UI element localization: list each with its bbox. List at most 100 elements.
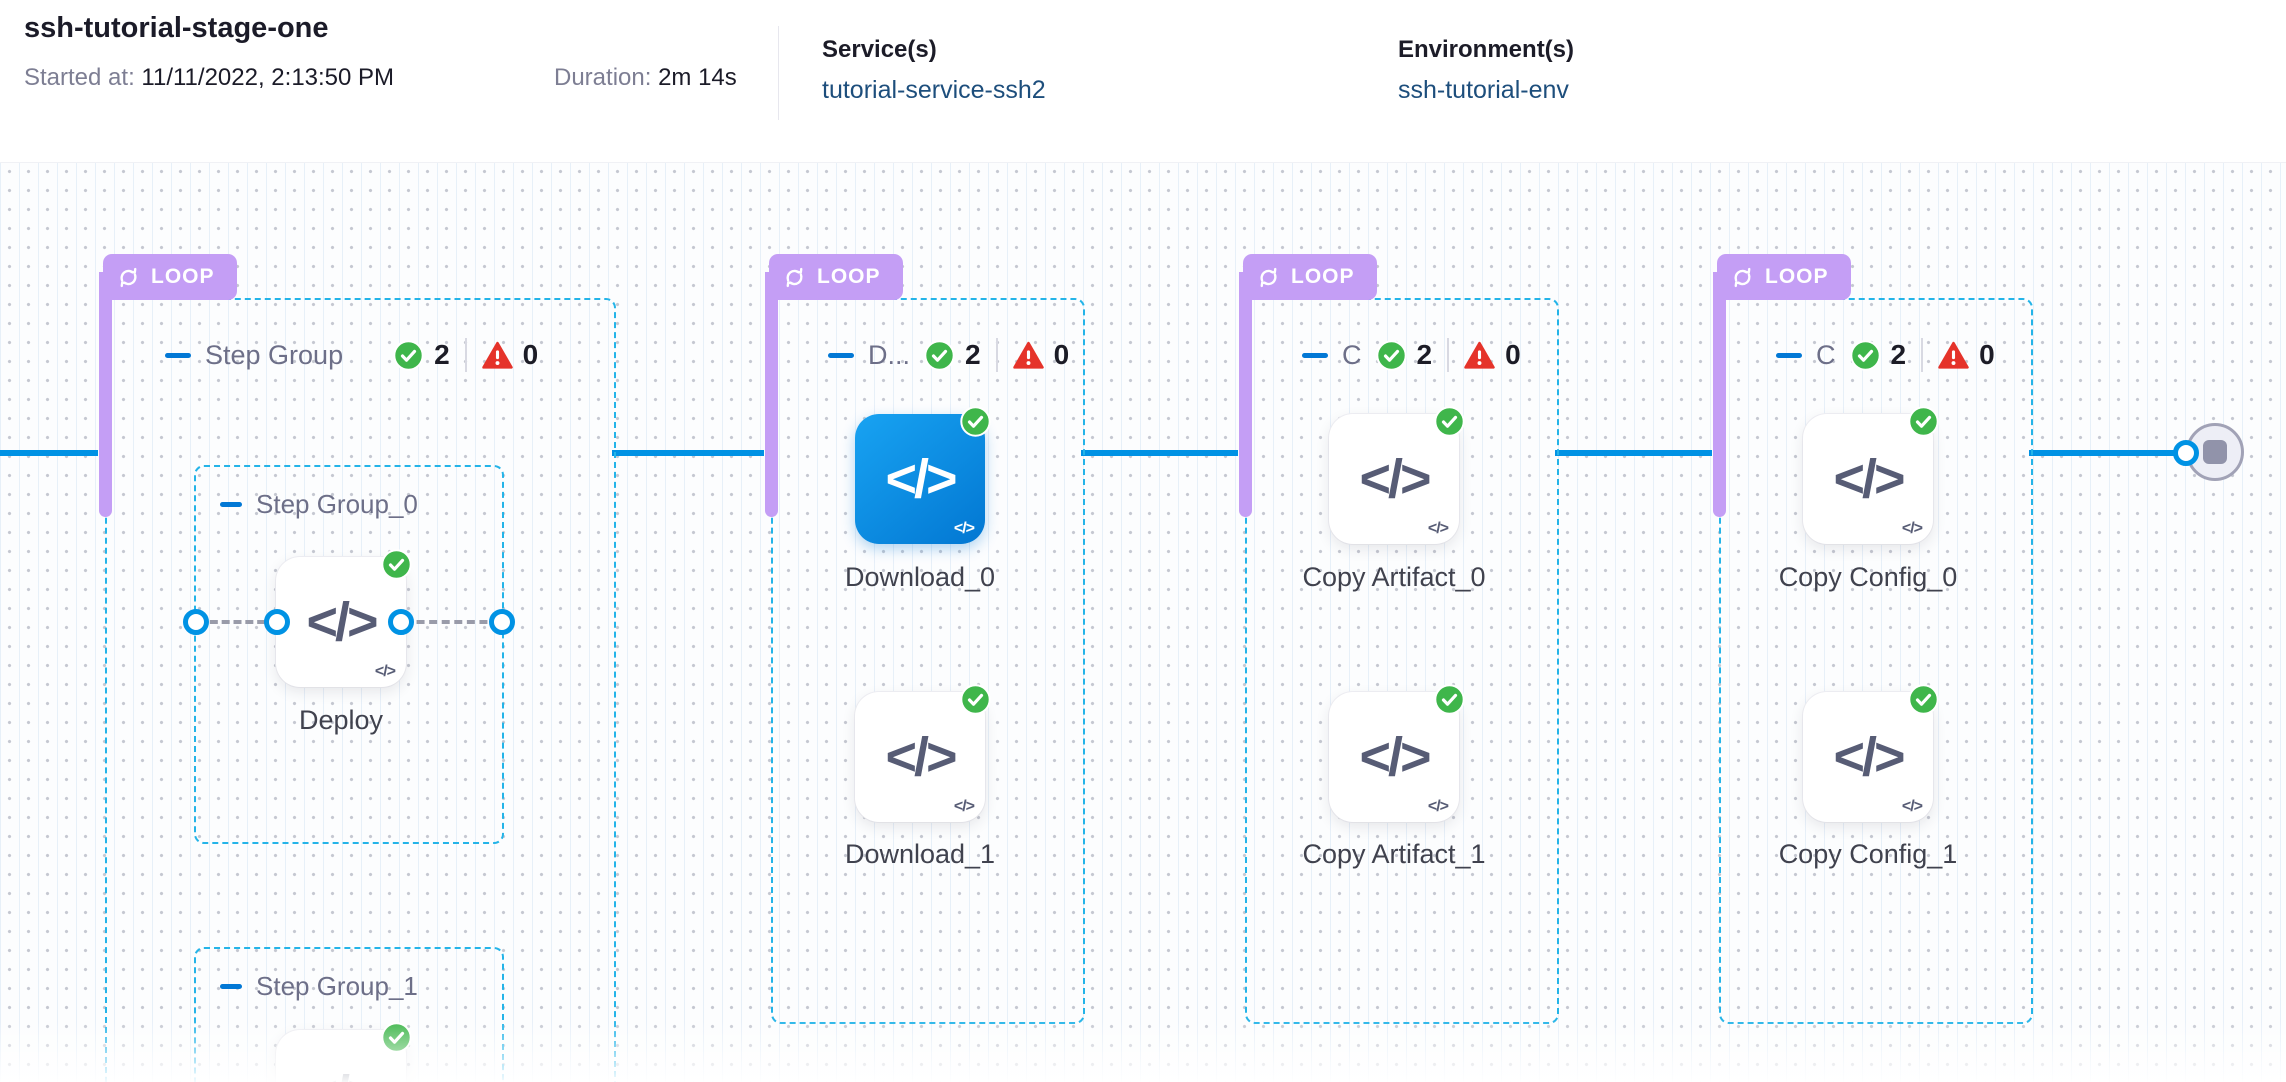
success-count: 2 xyxy=(434,339,450,370)
started-at-label: Started at: xyxy=(24,64,135,91)
step-label: Copy Artifact_0 xyxy=(1302,562,1486,592)
environment-link[interactable]: ssh-tutorial-env xyxy=(1398,76,1569,104)
failure-icon xyxy=(1464,341,1495,369)
success-icon xyxy=(1434,684,1465,715)
status-divider xyxy=(1447,338,1450,372)
loop-badge: LOOP xyxy=(1243,254,1377,300)
step-label: Copy Config_0 xyxy=(1778,562,1958,592)
failure-count: 0 xyxy=(1505,339,1521,370)
stop-icon xyxy=(2203,440,2227,464)
step-node-copy-config-0[interactable]: </> </> xyxy=(1803,406,1939,544)
step-node-download-0[interactable]: </> </> xyxy=(855,406,991,544)
stage-title: ssh-tutorial-stage-one xyxy=(24,12,329,44)
step-label: Deploy xyxy=(298,705,384,735)
failure-count: 0 xyxy=(1053,339,1070,370)
duration-value: 2m 14s xyxy=(658,64,737,91)
group-status: 2 0 xyxy=(393,338,538,372)
loop-badge-label: LOOP xyxy=(151,265,215,288)
loop-badge: LOOP xyxy=(1717,254,1851,300)
collapse-minus-icon[interactable] xyxy=(828,352,854,358)
connector-port xyxy=(388,609,414,635)
code-step-icon: </> xyxy=(885,449,957,509)
code-step-icon: </> xyxy=(1359,449,1431,509)
loop-badge-label: LOOP xyxy=(1291,265,1355,288)
loop-badge-label: LOOP xyxy=(1765,265,1829,288)
dashed-connector xyxy=(404,620,500,624)
step-node-deploy[interactable]: </> </> xyxy=(276,549,412,687)
dashed-connector xyxy=(198,620,277,624)
group-title: D... xyxy=(868,339,911,370)
step-node-copy-artifact-1[interactable]: </> </> xyxy=(1329,684,1465,822)
success-icon xyxy=(1908,406,1939,437)
failure-icon xyxy=(481,341,513,369)
code-step-icon: </> xyxy=(276,1030,406,1082)
success-icon xyxy=(960,406,991,437)
inner-group-title: Step Group_1 xyxy=(256,971,418,1001)
loop-group-copy-artifact: LOOP C 2 0 </> </> xyxy=(1239,254,1559,1024)
stage-header: ssh-tutorial-stage-one Started at: 11/11… xyxy=(0,0,2286,163)
flow-line-segment xyxy=(2029,450,2179,456)
group-title: C xyxy=(1816,339,1836,370)
collapse-minus-icon[interactable] xyxy=(165,352,191,358)
step-node-download-1[interactable]: </> </> xyxy=(855,684,991,822)
success-icon xyxy=(393,339,424,371)
loop-badge: LOOP xyxy=(103,254,237,300)
code-step-icon: </> xyxy=(1833,449,1905,509)
step-node-copy-artifact-0[interactable]: </> </> xyxy=(1329,406,1465,544)
flow-line-segment xyxy=(612,450,764,456)
code-step-mini-icon: </> xyxy=(1427,520,1449,537)
code-step-mini-icon: </> xyxy=(1427,798,1449,815)
loop-bar xyxy=(1713,272,1726,517)
step-node-copy-config-1[interactable]: </> </> xyxy=(1803,684,1939,822)
loop-icon xyxy=(120,267,137,287)
flow-line-segment xyxy=(1081,450,1238,456)
collapse-minus-icon[interactable] xyxy=(1776,352,1802,358)
success-count: 2 xyxy=(1890,339,1907,370)
inner-group-step-group-1: Step Group_1 </> xyxy=(194,947,504,1082)
service-link[interactable]: tutorial-service-ssh2 xyxy=(822,76,1046,104)
loop-badge: LOOP xyxy=(769,254,903,300)
loop-group-step-group: LOOP Step Group 2 0 xyxy=(99,254,616,1082)
inner-group-title: Step Group_0 xyxy=(256,489,418,519)
failure-count: 0 xyxy=(1979,339,1995,370)
loop-badge-label: LOOP xyxy=(817,265,881,288)
success-count: 2 xyxy=(965,339,981,370)
group-title: Step Group xyxy=(205,339,344,370)
code-step-mini-icon: </> xyxy=(374,663,396,680)
loop-group-copy-config: LOOP C 2 0 </> </> xyxy=(1713,254,2033,1024)
group-status: 2 0 xyxy=(924,338,1069,372)
failure-icon xyxy=(1012,341,1044,369)
started-at-value: 11/11/2022, 2:13:50 PM xyxy=(141,64,395,91)
connector-port xyxy=(2173,440,2199,466)
collapse-minus-icon[interactable] xyxy=(1302,352,1328,358)
collapse-minus-icon[interactable] xyxy=(220,984,242,989)
code-step-mini-icon: </> xyxy=(1901,520,1923,537)
success-icon xyxy=(381,549,412,580)
success-icon xyxy=(1908,684,1939,715)
connector-port xyxy=(183,609,209,635)
code-step-mini-icon: </> xyxy=(953,798,975,815)
started-at: Started at: 11/11/2022, 2:13:50 PM xyxy=(24,64,394,92)
step-label: Copy Config_1 xyxy=(1778,839,1958,869)
status-divider xyxy=(464,338,467,372)
inner-group-step-group-0: Step Group_0 </> </> Deploy xyxy=(183,465,515,844)
duration: Duration: 2m 14s xyxy=(554,64,737,92)
pipeline-canvas[interactable]: LOOP Step Group 2 0 xyxy=(0,162,2286,1082)
status-divider xyxy=(1921,338,1924,372)
connector-port xyxy=(264,609,290,635)
connector-port xyxy=(489,609,515,635)
failure-icon xyxy=(1938,341,1969,369)
header-divider xyxy=(778,26,779,120)
duration-label: Duration: xyxy=(554,64,652,91)
flow-line-segment xyxy=(0,450,98,456)
group-status: 2 0 xyxy=(1375,338,1521,372)
environments-label: Environment(s) xyxy=(1398,36,1575,63)
step-node[interactable]: </> xyxy=(276,1022,412,1082)
collapse-minus-icon[interactable] xyxy=(220,502,242,507)
pipeline-end-node xyxy=(2186,423,2244,481)
group-title: C xyxy=(1342,339,1362,370)
flow-line-segment xyxy=(1555,450,1712,456)
success-count: 2 xyxy=(1416,339,1433,370)
code-step-icon: </> xyxy=(1359,727,1431,787)
code-step-mini-icon: </> xyxy=(953,520,975,537)
